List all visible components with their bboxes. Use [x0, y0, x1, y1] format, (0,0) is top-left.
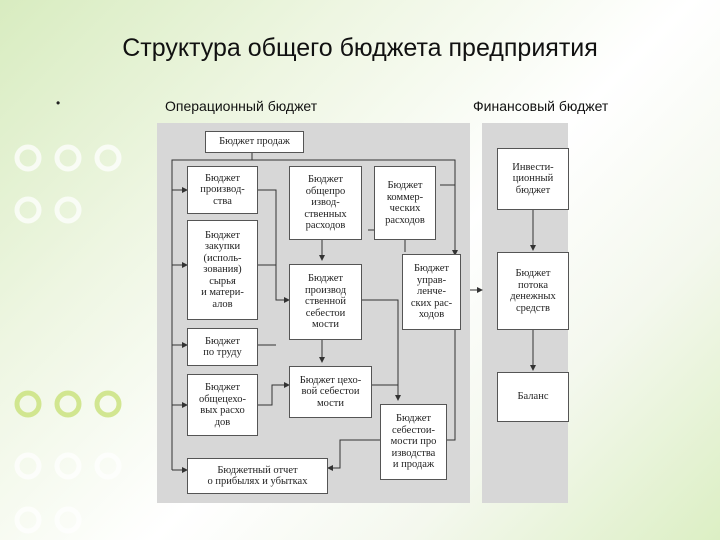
sales-budget-box: Бюджет продаж: [205, 131, 304, 153]
profit-loss-statement-box: Бюджетный отчет о прибылях и убытках: [187, 458, 328, 494]
slide-title: Структура общего бюджета предприятия: [122, 34, 598, 62]
general-production-budget-box: Бюджет общепро извод- ственных расходов: [289, 166, 362, 240]
shop-overhead-budget-box: Бюджет общецехо- вых расхо дов: [187, 374, 258, 436]
cash-flow-budget-box: Бюджет потока денежных средств: [497, 252, 569, 330]
investment-budget-box: Инвести- ционный бюджет: [497, 148, 569, 210]
production-budget-box: Бюджет производ- ства: [187, 166, 258, 214]
administrative-expenses-budget-box: Бюджет управ- ленче- ских рас- ходов: [402, 254, 461, 330]
operational-budget-header: Операционный бюджет: [165, 98, 318, 114]
purchases-budget-box: Бюджет закупки (исполь- зования) сырья и…: [187, 220, 258, 320]
shop-cost-budget-box: Бюджет цехо- вой себестои мости: [289, 366, 372, 418]
financial-budget-header: Финансовый бюджет: [473, 98, 609, 114]
production-cost-budget-box: Бюджет производ ственной себестои мости: [289, 264, 362, 340]
balance-sheet-box: Баланс: [497, 372, 569, 422]
bullet-marker: •: [56, 96, 61, 110]
cost-of-sales-budget-box: Бюджет себестои- мости про изводства и п…: [380, 404, 447, 480]
commercial-expenses-budget-box: Бюджет коммер- ческих расходов: [374, 166, 436, 240]
labor-budget-box: Бюджет по труду: [187, 328, 258, 366]
